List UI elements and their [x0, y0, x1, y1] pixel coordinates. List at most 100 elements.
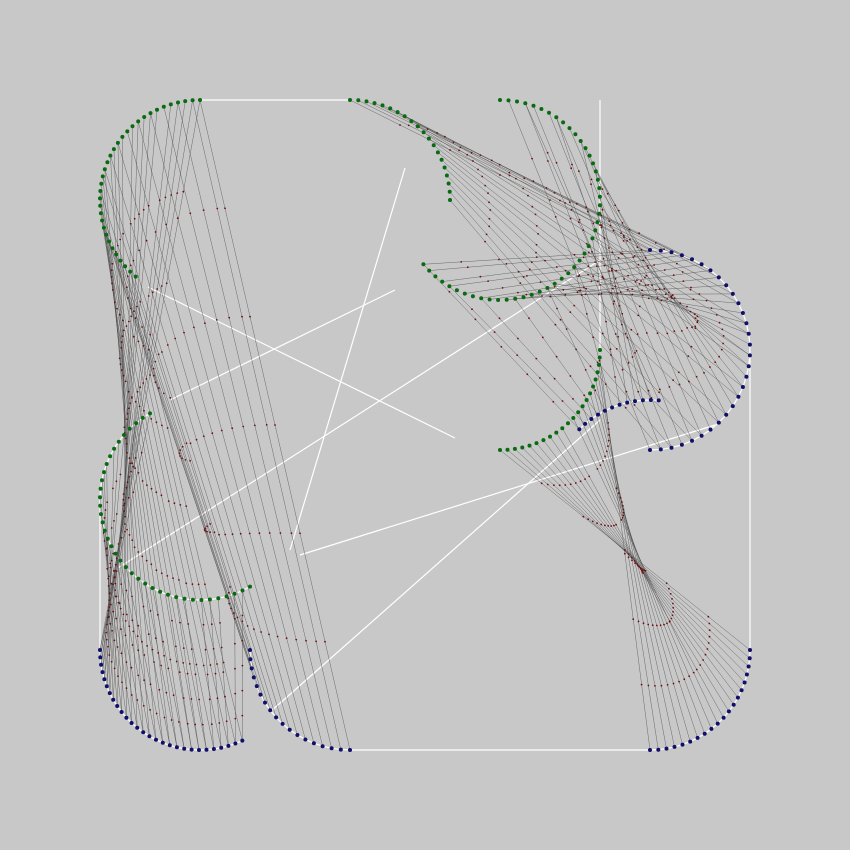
interior-point [692, 671, 695, 674]
interior-point [696, 315, 699, 318]
interior-point [120, 628, 122, 631]
interior-point [233, 617, 236, 620]
interior-point [629, 238, 631, 241]
interior-point [608, 220, 611, 223]
interior-point [190, 648, 193, 650]
start-vertex [572, 265, 577, 270]
interior-point [688, 380, 690, 383]
interior-point [669, 593, 672, 595]
end-vertex [658, 447, 663, 452]
interior-point [576, 291, 579, 294]
interior-point [547, 160, 549, 162]
end-vertex [348, 748, 352, 752]
interior-point [112, 610, 115, 613]
interior-point [234, 692, 237, 695]
start-vertex [541, 438, 546, 443]
interior-point [636, 333, 639, 335]
start-vertex [409, 119, 414, 124]
interior-point [163, 716, 166, 719]
interior-point [133, 310, 135, 313]
end-vertex [672, 744, 677, 749]
interior-point [522, 187, 524, 190]
interior-point [608, 247, 610, 249]
interior-point [131, 644, 134, 646]
end-vertex [746, 331, 751, 336]
end-vertex [658, 248, 663, 253]
start-vertex [102, 470, 106, 475]
interior-point [612, 229, 615, 232]
interior-point [586, 210, 589, 213]
interior-point [242, 425, 245, 428]
start-vertex [133, 274, 138, 279]
end-vertex [656, 747, 661, 752]
interior-point [124, 634, 127, 637]
interior-point [201, 723, 204, 726]
end-vertex [648, 398, 653, 402]
interior-point [623, 236, 625, 239]
interior-point [167, 500, 170, 502]
interior-point [241, 614, 244, 617]
interior-point [571, 163, 573, 166]
start-vertex [100, 478, 104, 483]
end-vertex [233, 741, 238, 746]
interior-point [295, 638, 298, 641]
end-vertex [730, 291, 735, 296]
interior-point [634, 352, 636, 354]
interior-point [216, 663, 218, 665]
interior-point [108, 592, 111, 595]
interior-point [189, 442, 192, 445]
end-vertex [648, 448, 652, 452]
end-vertex [287, 727, 292, 732]
start-vertex [136, 576, 141, 581]
start-vertex [105, 160, 110, 165]
interior-point [570, 167, 573, 170]
interior-point [681, 271, 684, 273]
interior-point [213, 531, 216, 534]
interior-point [253, 424, 256, 427]
interior-point [600, 226, 603, 229]
interior-point [715, 314, 718, 316]
interior-point [601, 332, 604, 335]
interior-point [131, 595, 133, 598]
interior-point [160, 664, 163, 667]
interior-point [531, 205, 534, 208]
interior-point [147, 204, 150, 207]
interior-point [108, 575, 110, 578]
start-vertex [515, 99, 519, 104]
interior-point [136, 390, 139, 393]
start-vertex [446, 181, 451, 186]
start-vertex [98, 196, 102, 201]
interior-point [114, 570, 116, 572]
interior-point [134, 457, 137, 459]
end-vertex [709, 726, 714, 731]
interior-point [607, 428, 610, 430]
interior-point [708, 622, 711, 625]
interior-point [505, 263, 508, 265]
start-vertex [580, 404, 585, 409]
interior-point [626, 289, 629, 291]
interior-point [607, 525, 610, 527]
interior-point [587, 273, 589, 276]
interior-point [111, 583, 114, 586]
end-vertex [699, 433, 704, 438]
interior-point [627, 274, 629, 277]
interior-point [642, 572, 644, 574]
interior-point [161, 424, 163, 427]
interior-point [182, 190, 185, 193]
end-vertex [251, 675, 256, 680]
interior-point [436, 132, 438, 134]
start-vertex [142, 115, 147, 119]
start-vertex [598, 348, 602, 352]
interior-point [628, 228, 631, 231]
interior-point [691, 326, 693, 329]
start-vertex [521, 295, 526, 300]
start-vertex [597, 203, 602, 208]
interior-point [487, 280, 489, 282]
end-vertex [746, 664, 751, 669]
interior-point [132, 259, 135, 262]
interior-point [444, 135, 446, 138]
end-vertex [280, 721, 285, 726]
start-vertex [199, 598, 204, 602]
interior-point [178, 579, 180, 581]
interior-point [184, 459, 187, 461]
